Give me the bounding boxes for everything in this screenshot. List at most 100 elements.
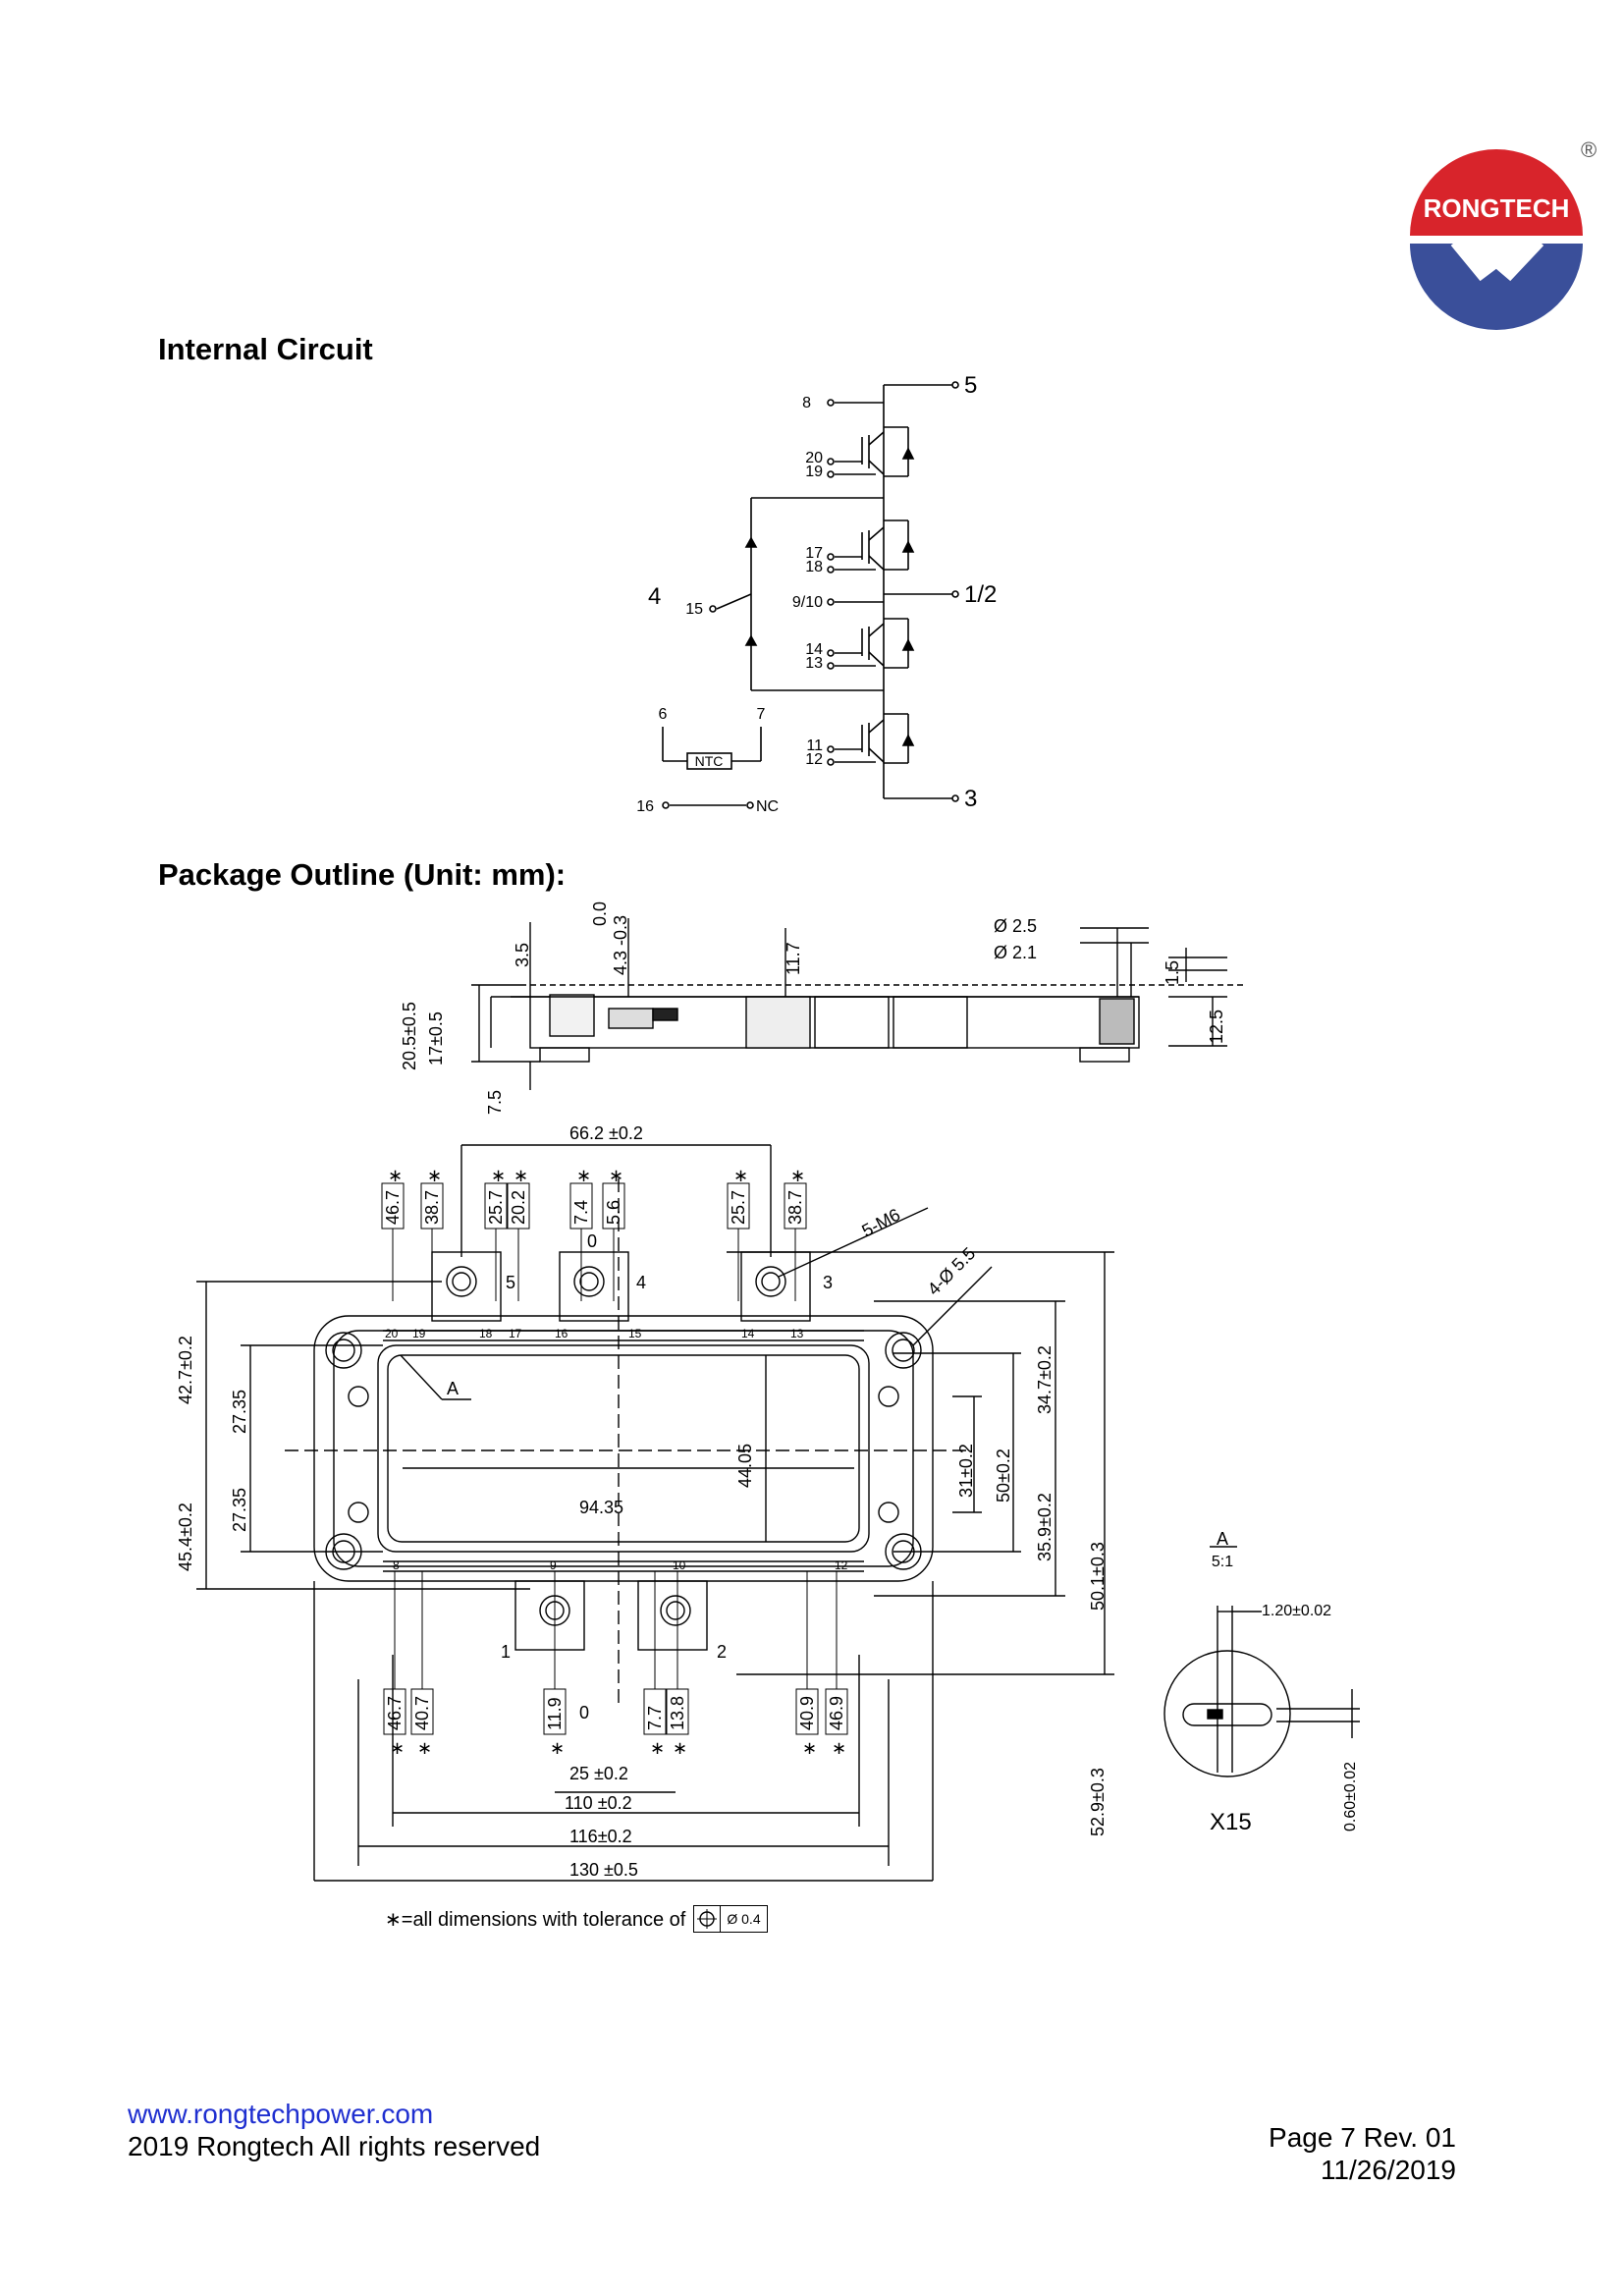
tolerance-star: ∗: [832, 1738, 846, 1758]
dim-27-35-lower: 27.35: [230, 1488, 249, 1532]
pin-label-8: 8: [393, 1558, 400, 1572]
tolerance-star: ∗: [550, 1738, 565, 1758]
dim-box-value: 25.7: [729, 1190, 748, 1225]
dim-7-5: 7.5: [485, 1090, 505, 1115]
pin-16: 16: [636, 798, 654, 815]
dim-1-5: 1.5: [1163, 960, 1182, 985]
tolerance-star: ∗: [733, 1166, 748, 1185]
tolerance-text: ∗=all dimensions with tolerance of: [385, 1908, 686, 1931]
tolerance-value: Ø 0.4: [727, 1911, 761, 1927]
tolerance-star: ∗: [673, 1738, 687, 1758]
detail-label-a: A: [1217, 1529, 1228, 1549]
dim-box-value: 40.7: [412, 1696, 432, 1730]
terminal-label-4: 4: [636, 1273, 646, 1292]
pin-label-10: 10: [673, 1558, 686, 1572]
internal-circuit-diagram: 5 1/2 3 4 8 20 19 17 18 9/10 14 13 11 12…: [619, 358, 1011, 830]
pin-label-9: 9: [550, 1558, 557, 1572]
dim-box-value: 13.8: [668, 1696, 687, 1730]
dim-dia-2-1: Ø 2.1: [994, 943, 1037, 962]
tolerance-star: ∗: [650, 1738, 665, 1758]
dim-11-7: 11.7: [784, 942, 803, 975]
tolerance-star: ∗: [491, 1166, 506, 1185]
pin-19: 19: [805, 464, 823, 480]
label-5-m6: 5-M6: [858, 1205, 903, 1241]
dim-66-2: 66.2 ±0.2: [569, 1123, 643, 1143]
zero-bottom: 0: [579, 1703, 589, 1722]
pin-18: 18: [805, 559, 823, 575]
dim-box-value: 40.9: [797, 1696, 817, 1730]
dim-box-value: 46.7: [383, 1190, 403, 1225]
pin-label-18: 18: [479, 1327, 493, 1340]
dim-116: 116±0.2: [569, 1827, 632, 1846]
detail-x15: X15: [1210, 1809, 1252, 1835]
dim-12-5: 12.5: [1207, 1010, 1226, 1044]
pin-20: 20: [805, 450, 823, 466]
terminal-4: 4: [648, 583, 661, 610]
website-link[interactable]: www.rongtechpower.com: [128, 2099, 434, 2129]
tolerance-star: ∗: [576, 1166, 591, 1185]
dim-dia-2-5: Ø 2.5: [994, 916, 1037, 936]
tolerance-star: ∗: [390, 1738, 405, 1758]
pin-label-13: 13: [790, 1327, 804, 1340]
dim-box-value: 7.4: [571, 1200, 591, 1225]
dim-27-35-upper: 27.35: [230, 1390, 249, 1434]
terminal-label-5: 5: [506, 1273, 515, 1292]
pin-label-15: 15: [628, 1327, 642, 1340]
logo-text: RONGTECH: [1424, 193, 1570, 223]
dim-130: 130 ±0.5: [569, 1860, 638, 1880]
terminal-label-1: 1: [501, 1642, 511, 1662]
dim-box-value: 5.6: [604, 1200, 623, 1225]
footer-left: www.rongtechpower.com 2019 Rongtech All …: [128, 2098, 540, 2162]
pin-17: 17: [805, 545, 823, 562]
top-view-drawing: 66.2 ±0.2 0 0 5-M6 4-Ø 5.5 50.1±0.3 34.7…: [167, 1120, 1149, 1905]
pin-13: 13: [805, 655, 823, 672]
dim-20-5: 20.5±0.5: [400, 1002, 419, 1070]
dim-box-value: 38.7: [422, 1190, 442, 1225]
internal-circuit-heading: Internal Circuit: [158, 332, 373, 366]
dim-box-value: 11.9: [545, 1697, 565, 1730]
tolerance-star: ∗: [388, 1166, 403, 1185]
dim-31: 31±0.2: [956, 1444, 976, 1498]
detail-scale: 5:1: [1212, 1554, 1233, 1570]
dim-25: 25 ±0.2: [569, 1764, 628, 1783]
revision-date: 11/26/2019: [1320, 2155, 1456, 2185]
pin-label-19: 19: [412, 1327, 426, 1340]
dim-0-60: 0.60±0.02: [1342, 1762, 1359, 1831]
dim-box-value: 20.2: [509, 1190, 528, 1225]
pin-label-20: 20: [385, 1327, 399, 1340]
zero-top: 0: [587, 1231, 597, 1251]
pin-8: 8: [802, 395, 811, 411]
dim-3-5: 3.5: [513, 943, 532, 967]
footer-right: Page 7 Rev. 01 11/26/2019: [1269, 2121, 1456, 2186]
dim-4-3: 4.3 -0.3: [611, 915, 630, 975]
pin-12: 12: [805, 751, 823, 768]
pin-label-17: 17: [509, 1327, 522, 1340]
tolerance-note: ∗=all dimensions with tolerance of Ø 0.4: [385, 1905, 768, 1933]
pin-11: 11: [806, 738, 823, 754]
package-outline-heading: Package Outline (Unit: mm):: [158, 857, 567, 892]
dim-52-9: 52.9±0.3: [1088, 1768, 1108, 1836]
pin-label-16: 16: [555, 1327, 568, 1340]
label-a: A: [447, 1379, 459, 1398]
terminal-1-2: 1/2: [964, 581, 997, 608]
dim-17: 17±0.5: [426, 1011, 446, 1066]
company-logo: RONGTECH ®: [1394, 128, 1600, 334]
tolerance-star: ∗: [790, 1166, 805, 1185]
tolerance-star: ∗: [417, 1738, 432, 1758]
pin-6: 6: [659, 706, 668, 723]
pin-9-10: 9/10: [792, 594, 823, 611]
terminal-label-2: 2: [717, 1642, 727, 1662]
page-revision: Page 7 Rev. 01: [1269, 2122, 1456, 2153]
dim-34-7: 34.7±0.2: [1035, 1345, 1055, 1414]
dim-box-value: 46.7: [385, 1696, 405, 1730]
copyright-text: 2019 Rongtech All rights reserved: [128, 2131, 541, 2161]
tolerance-star: ∗: [609, 1166, 623, 1185]
dim-box-value: 25.7: [486, 1190, 506, 1225]
dim-1-20: 1.20±0.02: [1262, 1603, 1331, 1619]
dim-45-4: 45.4±0.2: [176, 1503, 195, 1571]
pin-14: 14: [805, 641, 823, 658]
terminal-3: 3: [964, 786, 977, 812]
detail-view: A 5:1 1.20±0.02 0.60±0.02 X15: [1149, 1517, 1404, 1841]
terminal-label-3: 3: [823, 1273, 833, 1292]
dim-50-1: 50.1±0.3: [1088, 1542, 1108, 1611]
